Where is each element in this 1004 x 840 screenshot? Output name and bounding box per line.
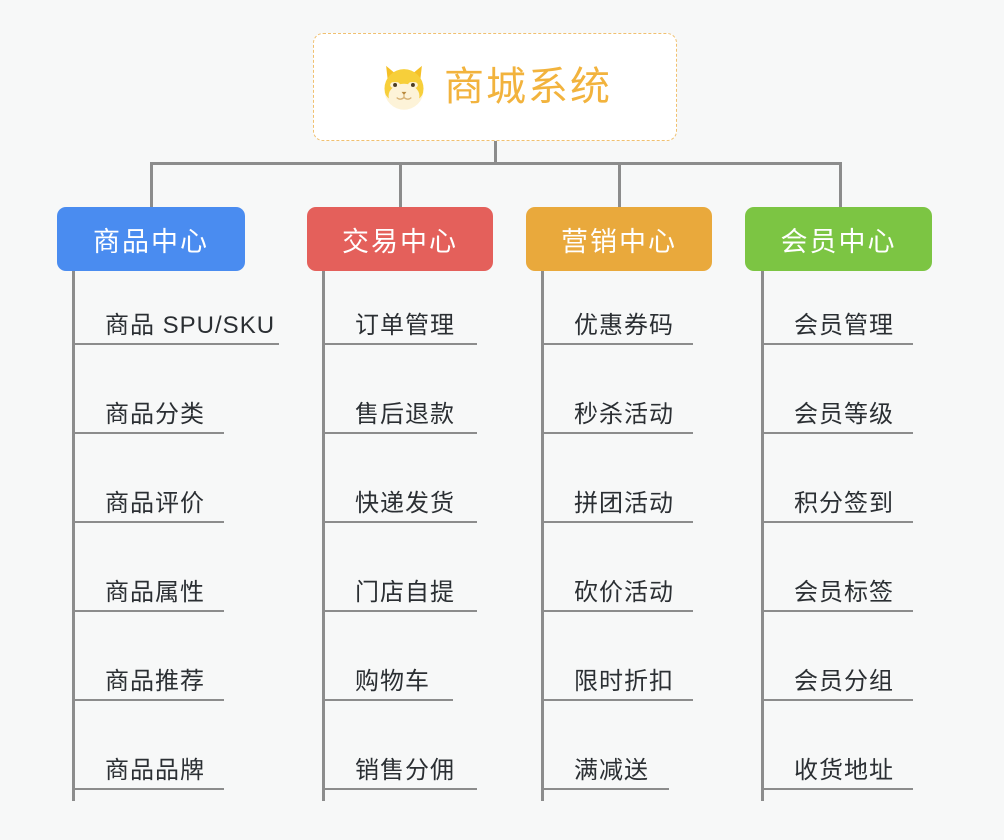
leaf-item-4-6[interactable]: 收货地址 (761, 735, 913, 790)
category-header-label-2: 交易中心 (342, 226, 458, 257)
leaf-item-3-2[interactable]: 秒杀活动 (541, 379, 693, 434)
leaf-label: 会员分组 (794, 667, 894, 695)
connector-drop-4 (839, 162, 842, 208)
leaf-label: 收货地址 (794, 756, 894, 784)
leaf-item-4-2[interactable]: 会员等级 (761, 379, 913, 434)
shiba-dog-face-icon (384, 65, 424, 110)
connector-bus (150, 162, 842, 165)
leaf-label: 销售分佣 (355, 756, 455, 784)
leaf-item-2-5[interactable]: 购物车 (322, 646, 453, 701)
category-header-label-1: 商品中心 (93, 226, 209, 257)
leaf-label: 限时折扣 (574, 667, 674, 695)
leaf-item-2-1[interactable]: 订单管理 (322, 290, 477, 345)
leaf-label: 购物车 (355, 667, 430, 695)
leaf-item-4-1[interactable]: 会员管理 (761, 290, 913, 345)
leaf-label: 积分签到 (794, 489, 894, 517)
leaf-item-2-3[interactable]: 快递发货 (322, 468, 477, 523)
leaf-label: 优惠券码 (574, 311, 674, 339)
leaf-label: 拼团活动 (574, 489, 674, 517)
category-header-2[interactable]: 交易中心 (307, 207, 493, 271)
leaf-item-3-1[interactable]: 优惠券码 (541, 290, 693, 345)
leaf-label: 商品 SPU/SKU (105, 311, 276, 339)
leaf-item-1-2[interactable]: 商品分类 (72, 379, 224, 434)
leaf-item-1-5[interactable]: 商品推荐 (72, 646, 224, 701)
leaf-label: 商品分类 (105, 400, 205, 428)
leaf-label: 订单管理 (355, 311, 455, 339)
leaf-label: 售后退款 (355, 400, 455, 428)
leaf-label: 商品属性 (105, 578, 205, 606)
leaf-item-1-3[interactable]: 商品评价 (72, 468, 224, 523)
leaf-item-1-1[interactable]: 商品 SPU/SKU (72, 290, 279, 345)
connector-drop-2 (399, 162, 402, 208)
leaf-label: 门店自提 (355, 578, 455, 606)
leaf-label: 秒杀活动 (574, 400, 674, 428)
connector-drop-3 (618, 162, 621, 208)
column-spine-4 (761, 271, 764, 801)
leaf-label: 商品品牌 (105, 756, 205, 784)
leaf-item-2-6[interactable]: 销售分佣 (322, 735, 477, 790)
category-header-label-4: 会员中心 (780, 226, 897, 257)
connector-drop-1 (150, 162, 153, 208)
leaf-item-4-4[interactable]: 会员标签 (761, 557, 913, 612)
leaf-label: 会员等级 (794, 400, 894, 428)
category-header-label-3: 营销中心 (561, 226, 677, 257)
leaf-item-1-4[interactable]: 商品属性 (72, 557, 224, 612)
leaf-label: 会员管理 (794, 311, 894, 339)
column-spine-2 (322, 271, 325, 801)
root-node[interactable]: 商城系统 (313, 33, 677, 141)
column-spine-1 (72, 271, 75, 801)
leaf-label: 商品推荐 (105, 667, 205, 695)
column-spine-3 (541, 271, 544, 801)
leaf-label: 满减送 (574, 756, 649, 784)
connector-root-stem (494, 141, 497, 165)
leaf-item-2-2[interactable]: 售后退款 (322, 379, 477, 434)
leaf-label: 商品评价 (105, 489, 205, 517)
leaf-item-3-5[interactable]: 限时折扣 (541, 646, 693, 701)
leaf-item-4-3[interactable]: 积分签到 (761, 468, 913, 523)
leaf-item-1-6[interactable]: 商品品牌 (72, 735, 224, 790)
leaf-item-4-5[interactable]: 会员分组 (761, 646, 913, 701)
leaf-label: 会员标签 (794, 578, 894, 606)
root-title: 商城系统 (444, 65, 612, 109)
leaf-label: 快递发货 (355, 489, 455, 517)
leaf-item-3-6[interactable]: 满减送 (541, 735, 669, 790)
category-header-4[interactable]: 会员中心 (745, 207, 932, 271)
leaf-item-3-4[interactable]: 砍价活动 (541, 557, 693, 612)
leaf-item-3-3[interactable]: 拼团活动 (541, 468, 693, 523)
leaf-item-2-4[interactable]: 门店自提 (322, 557, 477, 612)
category-header-1[interactable]: 商品中心 (57, 207, 245, 271)
category-header-3[interactable]: 营销中心 (526, 207, 712, 271)
leaf-label: 砍价活动 (574, 578, 674, 606)
